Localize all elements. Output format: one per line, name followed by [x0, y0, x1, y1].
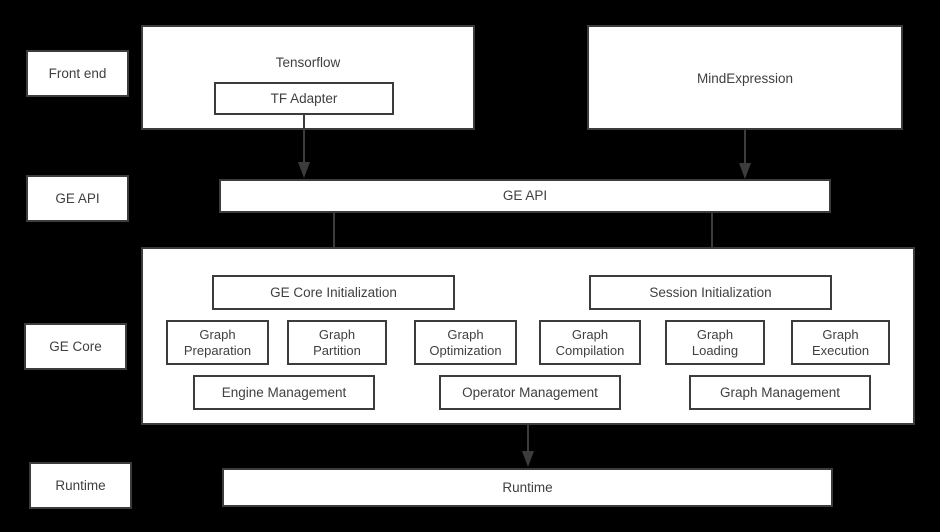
session-initialization-box[interactable]: Session Initialization	[589, 275, 832, 310]
arrow-tf-adapter-to-ge-api	[296, 114, 312, 180]
module-graph-execution[interactable]: Graph Execution	[791, 320, 890, 365]
mindexpression-container	[587, 25, 903, 130]
module-graph-preparation[interactable]: Graph Preparation	[166, 320, 269, 365]
module-graph-partition[interactable]: Graph Partition	[287, 320, 387, 365]
ge-api-bar[interactable]: GE API	[219, 179, 831, 213]
tf-adapter-box[interactable]: TF Adapter	[214, 82, 394, 115]
ge-core-initialization-box[interactable]: GE Core Initialization	[212, 275, 455, 310]
module-graph-compilation[interactable]: Graph Compilation	[539, 320, 641, 365]
mindexpression-title: MindExpression	[696, 71, 794, 86]
lane-label-front-end: Front end	[26, 50, 129, 97]
module-graph-optimization[interactable]: Graph Optimization	[414, 320, 517, 365]
arrow-mindexpression-to-ge-api	[737, 129, 753, 181]
manager-graph-management[interactable]: Graph Management	[689, 375, 871, 410]
manager-operator-management[interactable]: Operator Management	[439, 375, 621, 410]
runtime-bar[interactable]: Runtime	[222, 468, 833, 507]
lane-label-runtime: Runtime	[29, 462, 132, 509]
lane-label-ge-core: GE Core	[24, 323, 127, 370]
lane-label-ge-api: GE API	[26, 175, 129, 222]
module-graph-loading[interactable]: Graph Loading	[665, 320, 765, 365]
manager-engine-management[interactable]: Engine Management	[193, 375, 375, 410]
arrow-ge-core-to-runtime	[520, 425, 536, 469]
tensorflow-title: Tensorflow	[275, 55, 341, 70]
